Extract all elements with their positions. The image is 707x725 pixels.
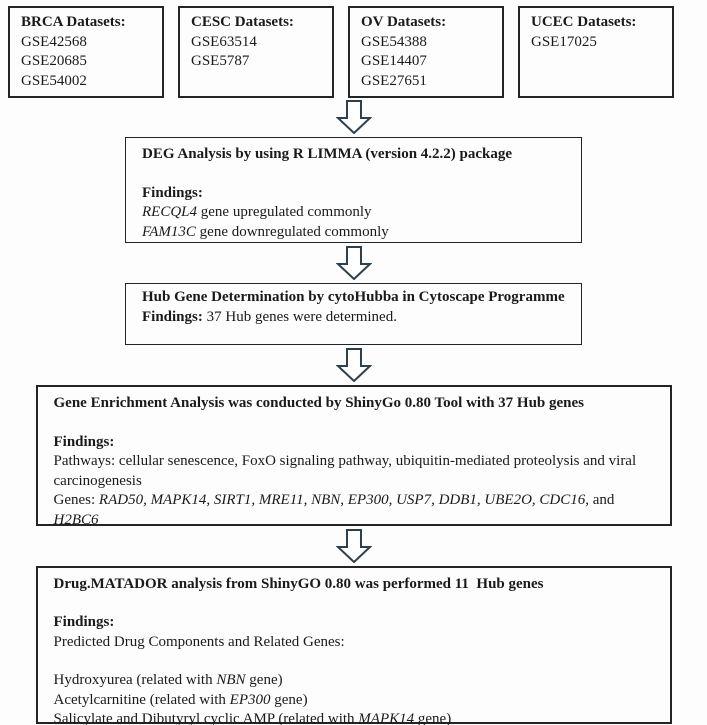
text-segment: gene upregulated commonly xyxy=(197,204,372,220)
down-arrow-shape xyxy=(335,348,372,382)
text-segment: EP300 xyxy=(229,691,271,708)
text-segment: NBN xyxy=(216,672,246,689)
dataset-id: GSE54388 xyxy=(361,33,427,50)
findings-label: Findings: xyxy=(53,614,115,631)
genes-line: Genes: RAD50, MAPK14, SIRT1, MRE11, NBN,… xyxy=(54,491,654,530)
box-title: DEG Analysis by using R LIMMA (version 4… xyxy=(142,146,513,162)
text-segment: Acetylcarnitine (related with xyxy=(53,691,230,708)
dataset-id: GSE63514 xyxy=(191,33,257,50)
finding-line: RECQL4 gene upregulated commonly xyxy=(142,203,565,223)
text-segment: RECQL4 xyxy=(142,204,198,220)
ov-datasets-box: OV Datasets: GSE54388 GSE14407 GSE27651 xyxy=(348,6,504,98)
text-segment: FAM13C xyxy=(142,223,196,240)
box-title: CESC Datasets: xyxy=(191,14,294,30)
drug-matador-box: Drug.MATADOR analysis from ShinyGO 0.80 … xyxy=(35,565,672,725)
findings-label: Findings: xyxy=(142,184,203,201)
findings-label: Findings: xyxy=(53,433,115,450)
box-title: Hub Gene Determination by cytoHubba in C… xyxy=(142,289,565,305)
text-segment: RAD50, MAPK14, SIRT1, MRE11, NBN, EP300,… xyxy=(98,492,589,508)
text-segment: Findings: xyxy=(142,308,203,325)
text-segment: gene) xyxy=(414,711,452,725)
box-title: BRCA Datasets: xyxy=(21,14,126,30)
text-segment: H2BC6 xyxy=(53,511,99,528)
brca-datasets-box: BRCA Datasets: GSE42568 GSE20685 GSE5400… xyxy=(8,6,164,98)
text-segment: gene) xyxy=(270,691,308,708)
drug-subtitle: Predicted Drug Components and Related Ge… xyxy=(53,633,345,650)
box-title: OV Datasets: xyxy=(361,14,447,30)
findings-line: Findings: 37 Hub genes were determined. xyxy=(142,308,565,328)
dataset-id: GSE17025 xyxy=(531,33,597,50)
blank-line xyxy=(54,414,654,433)
dataset-id: GSE54002 xyxy=(21,72,87,89)
blank-line xyxy=(54,652,654,671)
text-segment: 37 Hub genes were determined. xyxy=(202,308,397,325)
down-arrow-shape xyxy=(335,246,372,280)
ucec-datasets-box: UCEC Datasets: GSE17025 xyxy=(518,6,674,98)
text-segment: Hydroxyurea (related with xyxy=(53,672,217,689)
drug-line: Hydroxyurea (related with NBN gene) xyxy=(54,671,654,691)
box-title: UCEC Datasets: xyxy=(531,14,637,30)
finding-line: FAM13C gene downregulated commonly xyxy=(142,223,565,243)
text-segment: MAPK14 xyxy=(358,711,415,725)
drug-line: Salicylate and Dibutyryl cyclic AMP (rel… xyxy=(54,710,654,725)
down-arrow-icon xyxy=(335,528,372,563)
dataset-boxes-row: BRCA Datasets: GSE42568 GSE20685 GSE5400… xyxy=(0,6,707,98)
enrichment-analysis-box: Gene Enrichment Analysis was conducted b… xyxy=(35,385,672,528)
dataset-id: GSE20685 xyxy=(21,53,87,69)
box-title: Gene Enrichment Analysis was conducted b… xyxy=(53,395,585,411)
text-segment: and xyxy=(589,492,619,508)
text-segment: gene downregulated commonly xyxy=(195,223,389,240)
text-segment: gene) xyxy=(245,672,283,689)
down-arrow-icon xyxy=(335,348,372,382)
blank-line xyxy=(54,594,654,613)
down-arrow-icon xyxy=(335,100,372,134)
down-arrow-shape xyxy=(335,100,372,134)
down-arrow-shape xyxy=(335,528,372,563)
dataset-id: GSE27651 xyxy=(361,72,427,89)
dataset-id: GSE14407 xyxy=(361,53,427,69)
box-title: Drug.MATADOR analysis from ShinyGO 0.80 … xyxy=(53,575,544,592)
pathways-line: Pathways: cellular senescence, FoxO sign… xyxy=(53,453,640,489)
text-segment: Salicylate and Dibutyryl cyclic AMP (rel… xyxy=(53,711,359,725)
down-arrow-icon xyxy=(335,246,372,280)
blank-line xyxy=(142,165,565,184)
text-segment: Genes: xyxy=(53,492,99,508)
cesc-datasets-box: CESC Datasets: GSE63514 GSE5787 xyxy=(178,6,334,98)
dataset-id: GSE42568 xyxy=(21,33,87,50)
drug-line: Acetylcarnitine (related with EP300 gene… xyxy=(54,691,654,711)
deg-analysis-box: DEG Analysis by using R LIMMA (version 4… xyxy=(125,137,582,243)
dataset-id: GSE5787 xyxy=(191,53,250,69)
hub-gene-box: Hub Gene Determination by cytoHubba in C… xyxy=(125,283,582,345)
